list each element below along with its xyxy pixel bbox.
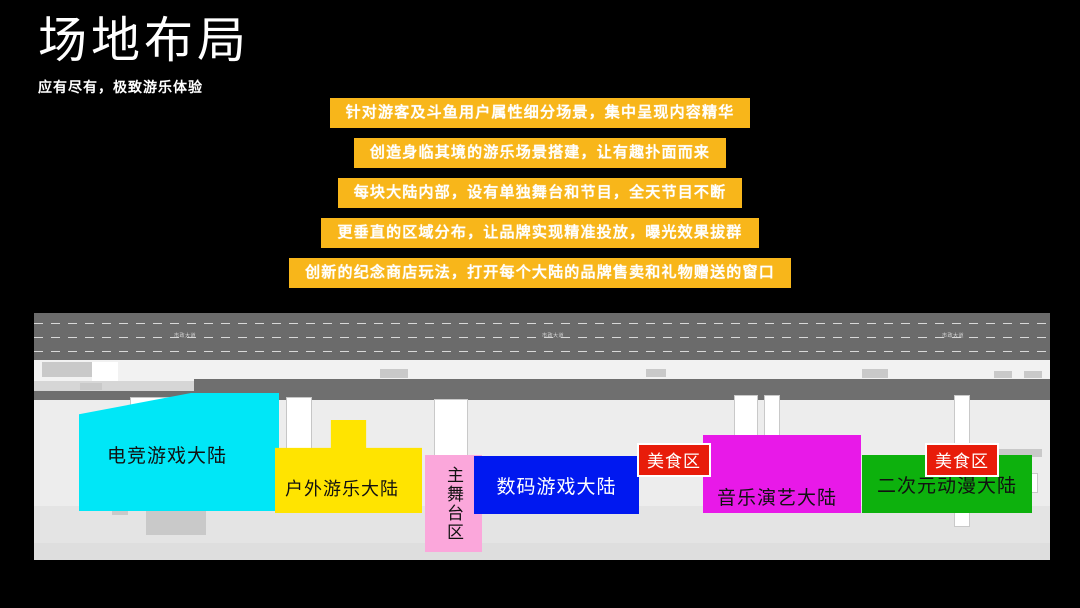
road-label-1: 市政大道 <box>174 333 197 339</box>
banner-row: 每块大陆内部，设有单独舞台和节目，全天节目不断 <box>0 178 1080 208</box>
banner-item-5: 创新的纪念商店玩法，打开每个大陆的品牌售卖和礼物赠送的窗口 <box>289 258 791 288</box>
map-building <box>988 449 1042 457</box>
page-title: 场地布局 <box>38 12 251 69</box>
zone-outdoor-label: 户外游乐大陆 <box>285 479 399 500</box>
map-road-top: 市政大道 市政大道 市政大道 <box>34 313 1050 360</box>
map-road-tertiary <box>194 379 1050 391</box>
banner-item-4: 更垂直的区域分布，让品牌实现精准投放，曝光效果拔群 <box>321 218 759 248</box>
map-band-light <box>34 360 1050 381</box>
banner-row: 针对游客及斗鱼用户属性细分场景，集中呈现内容精华 <box>0 98 1080 128</box>
banner-row: 创新的纪念商店玩法，打开每个大陆的品牌售卖和礼物赠送的窗口 <box>0 258 1080 288</box>
zone-esports[interactable]: 电竞游戏大陆 <box>79 393 279 511</box>
zone-digital-games-label: 数码游戏大陆 <box>496 475 617 498</box>
map-building <box>994 371 1012 378</box>
page-subtitle: 应有尽有，极致游乐体验 <box>38 80 203 96</box>
banner-row: 更垂直的区域分布，让品牌实现精准投放，曝光效果拔群 <box>0 218 1080 248</box>
map-building <box>862 369 888 378</box>
road-label-2: 市政大道 <box>542 333 565 339</box>
road-label-3: 市政大道 <box>942 333 965 339</box>
header: 场地布局 应有尽有，极致游乐体验 <box>38 16 458 97</box>
banner-item-3: 每块大陆内部，设有单独舞台和节目，全天节目不断 <box>337 178 743 208</box>
map-building <box>380 369 408 378</box>
zone-main-stage-label: 主舞台区 <box>443 465 463 542</box>
zone-anime-label: 二次元动漫大陆 <box>876 474 1017 497</box>
badge-food-area-2[interactable]: 美食区 <box>925 443 999 477</box>
badge-food-area-1[interactable]: 美食区 <box>637 443 711 477</box>
zone-music[interactable]: 音乐演艺大陆 <box>703 435 861 513</box>
banner-item-2: 创造身临其境的游乐场景搭建，让有趣扑面而来 <box>353 138 727 168</box>
map-building <box>112 507 128 515</box>
banner-list: 针对游客及斗鱼用户属性细分场景，集中呈现内容精华 创造身临其境的游乐场景搭建，让… <box>0 98 1080 298</box>
map-building <box>646 369 666 377</box>
map-building <box>92 362 118 381</box>
zone-music-label: 音乐演艺大陆 <box>717 487 838 509</box>
zone-esports-label: 电竞游戏大陆 <box>107 445 228 467</box>
zone-main-stage[interactable]: 主舞台区 <box>425 455 482 552</box>
map-building <box>80 383 102 390</box>
banner-item-1: 针对游客及斗鱼用户属性细分场景，集中呈现内容精华 <box>329 98 751 128</box>
map-bottom-strip <box>34 543 1050 560</box>
map-building <box>42 362 108 377</box>
zone-anime[interactable]: 二次元动漫大陆 <box>862 455 1032 513</box>
banner-row: 创造身临其境的游乐场景搭建，让有趣扑面而来 <box>0 138 1080 168</box>
map-road-tertiary-2 <box>34 391 1050 400</box>
zone-digital-games[interactable]: 数码游戏大陆 <box>474 456 639 514</box>
map-building <box>1024 371 1042 378</box>
